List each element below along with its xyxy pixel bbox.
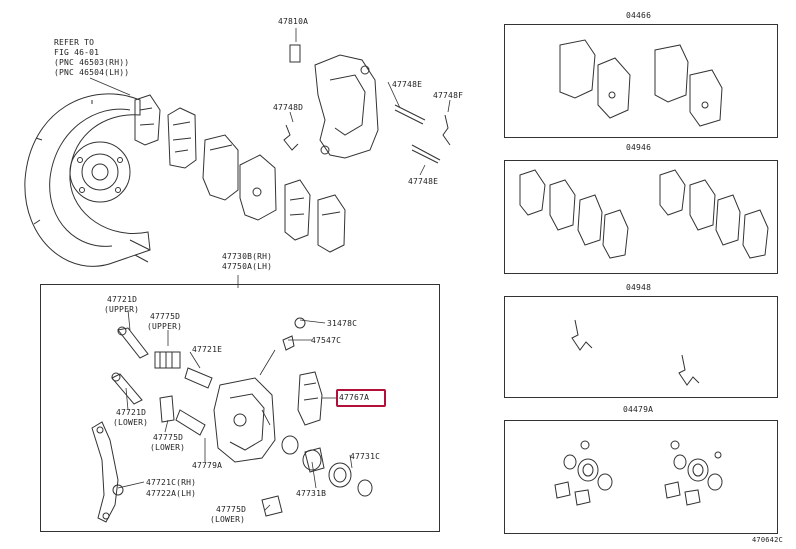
part-31478c[interactable]: 31478C	[327, 319, 358, 328]
kit-box-04466	[504, 24, 778, 138]
lower-note-3: (LOWER)	[210, 515, 246, 524]
kit-04946-drawing	[519, 169, 769, 259]
part-47748e-bottom[interactable]: 47748E	[408, 177, 439, 186]
part-47810a[interactable]: 47810A	[278, 17, 309, 26]
refer-line-2: FIG 46-01	[54, 48, 100, 57]
refer-line-4[interactable]: (PNC 46504(LH))	[54, 68, 130, 77]
backing-plate-drawing	[24, 93, 151, 267]
part-47748e-top[interactable]: 47748E	[392, 80, 423, 89]
part-47750a[interactable]: 47750A(LH)	[222, 262, 273, 271]
lower-note-1: (LOWER)	[113, 418, 149, 427]
part-47779a[interactable]: 47779A	[192, 461, 223, 470]
refer-line-3[interactable]: (PNC 46503(RH))	[54, 58, 130, 67]
kit-04946-label[interactable]: 04946	[626, 143, 652, 152]
part-47730b[interactable]: 47730B(RH)	[222, 252, 273, 261]
kit-box-04946	[504, 160, 778, 274]
part-47767a[interactable]: 47767A	[339, 393, 370, 402]
kit-04466-drawing	[559, 39, 723, 127]
kit-04948-drawing	[571, 319, 700, 386]
part-47721c[interactable]: 47721C(RH)	[146, 478, 197, 487]
part-47722a[interactable]: 47722A(LH)	[146, 489, 197, 498]
upper-note-1: (UPPER)	[104, 305, 140, 314]
kit-box-04479a	[504, 420, 778, 534]
highlight-47767a	[336, 389, 386, 407]
kit-04948-label[interactable]: 04948	[626, 283, 652, 292]
kit-04479a-drawing	[554, 440, 723, 506]
part-47775d-upper[interactable]: 47775D	[150, 312, 181, 321]
caliper-mount-top	[283, 44, 451, 164]
part-47731b[interactable]: 47731B	[296, 489, 327, 498]
lower-note-2: (LOWER)	[150, 443, 186, 452]
part-47731c[interactable]: 47731C	[350, 452, 381, 461]
refer-line-1: REFER TO	[54, 38, 95, 47]
part-47775d-lower[interactable]: 47775D	[153, 433, 184, 442]
brake-pads-top	[134, 94, 346, 253]
part-47748d[interactable]: 47748D	[273, 103, 304, 112]
kit-box-04948	[504, 296, 778, 398]
caliper-parts	[91, 317, 373, 523]
part-47748f[interactable]: 47748F	[433, 91, 464, 100]
part-47775d-bottom[interactable]: 47775D	[216, 505, 247, 514]
part-47721e[interactable]: 47721E	[192, 345, 223, 354]
kit-04466-label[interactable]: 04466	[626, 11, 652, 20]
caliper-assembly-box	[40, 284, 440, 532]
part-47547c[interactable]: 47547C	[311, 336, 342, 345]
part-47721d-lower[interactable]: 47721D	[116, 408, 147, 417]
kit-04479a-label[interactable]: 04479A	[623, 405, 654, 414]
part-47721d-upper[interactable]: 47721D	[107, 295, 138, 304]
figure-code: 470642C	[752, 536, 783, 544]
upper-note-2: (UPPER)	[147, 322, 183, 331]
